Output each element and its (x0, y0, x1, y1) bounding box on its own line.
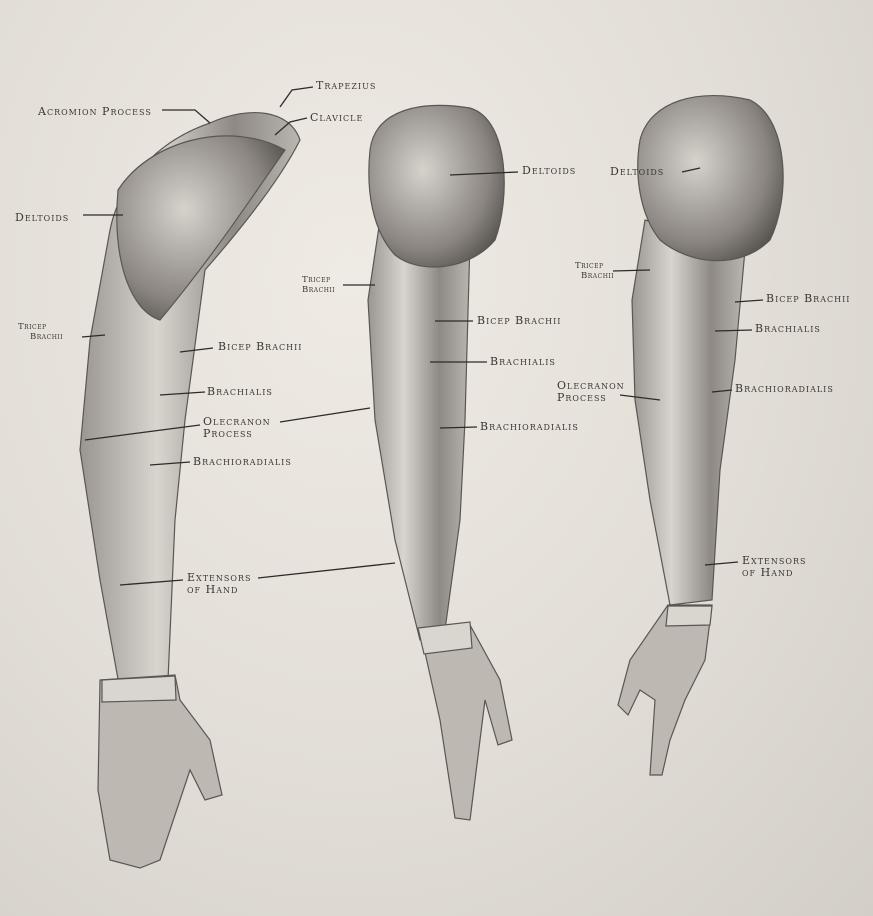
label-line: Brachii (30, 332, 64, 342)
label-brachialis: Brachialis (207, 385, 273, 398)
label-brachioradialis-right: Brachioradialis (735, 382, 834, 395)
label-brachioradialis-middle: Brachioradialis (480, 420, 579, 433)
label-brachialis-middle: Brachialis (490, 355, 556, 368)
label-clavicle: Clavicle (310, 111, 364, 124)
label-line: Olecranon (203, 415, 271, 428)
label-line: Extensors (742, 554, 807, 567)
label-trapezius: Trapezius (316, 79, 377, 92)
label-line: Brachii (302, 285, 336, 295)
label-line: Olecranon (557, 379, 625, 392)
label-line: Extensors (187, 571, 252, 584)
label-line: Brachii (581, 271, 615, 281)
label-bicep-brachii: Bicep Brachii (218, 340, 303, 353)
label-brachialis-right: Brachialis (755, 322, 821, 335)
right-arm-drawing (617, 94, 784, 776)
label-bicep-brachii-right: Bicep Brachii (766, 292, 851, 305)
label-line: Tricep (575, 261, 604, 271)
label-line: Process (203, 427, 253, 440)
label-line: of Hand (742, 566, 794, 579)
label-acromion-process: Acromion Process (38, 105, 152, 118)
front-arm-drawing (79, 111, 301, 869)
label-deltoids: Deltoids (15, 211, 70, 224)
label-line: Tricep (302, 275, 331, 285)
label-brachioradialis: Brachioradialis (193, 455, 292, 468)
label-line: Process (557, 391, 607, 404)
label-deltoids-right: Deltoids (610, 165, 665, 178)
label-bicep-brachii-middle: Bicep Brachii (477, 314, 562, 327)
leader-lines (81, 86, 764, 586)
label-line: of Hand (187, 583, 239, 596)
middle-arm-drawing (367, 104, 513, 821)
label-deltoids-middle: Deltoids (522, 164, 577, 177)
label-line: Tricep (18, 322, 47, 332)
